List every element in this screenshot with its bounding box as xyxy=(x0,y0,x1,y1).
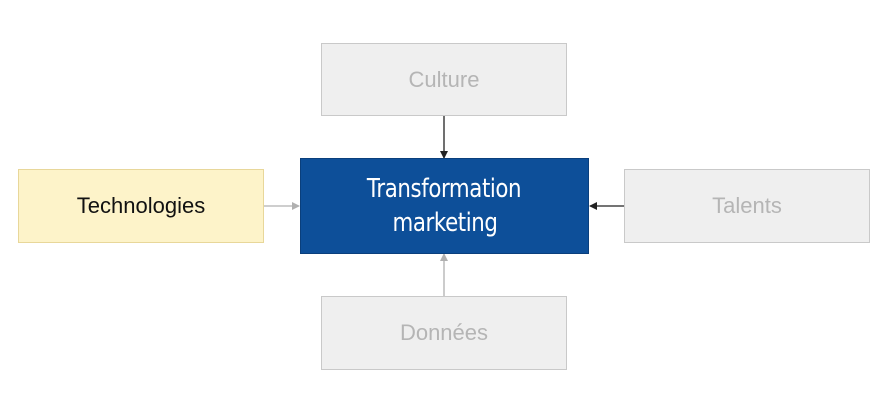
node-donnees: Données xyxy=(321,296,567,370)
node-technologies-label: Technologies xyxy=(76,193,206,218)
center-title-line1: Transformation xyxy=(367,174,522,204)
node-talents: Talents xyxy=(624,169,870,243)
node-donnees-label: Données xyxy=(399,320,489,345)
node-transformation-marketing: Transformation marketing xyxy=(300,158,589,254)
node-culture-label: Culture xyxy=(408,66,480,92)
node-culture: Culture xyxy=(321,43,567,116)
node-technologies: Technologies xyxy=(18,169,264,243)
center-title-line2: marketing xyxy=(392,208,497,238)
node-talents-label: Talents xyxy=(712,193,782,218)
